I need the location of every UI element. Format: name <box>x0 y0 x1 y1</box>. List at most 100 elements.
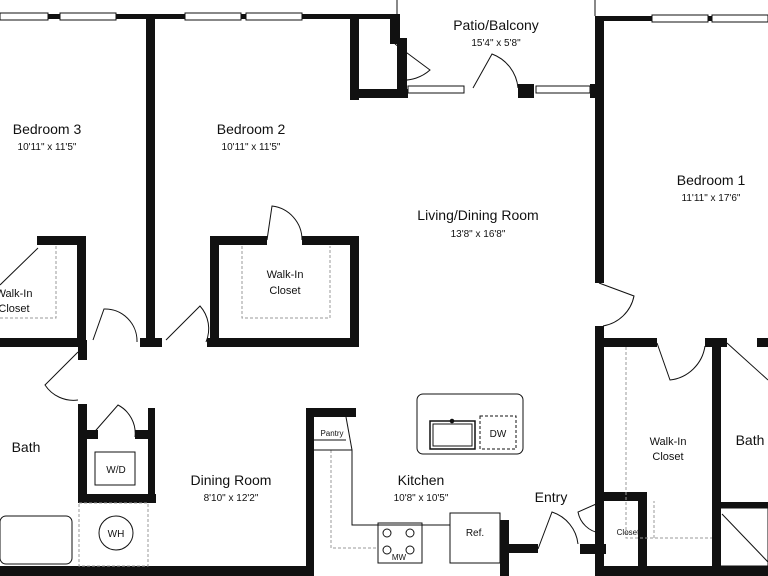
wall <box>78 404 87 500</box>
wall <box>135 430 155 439</box>
wall <box>595 18 604 283</box>
wd-label: W/D <box>106 465 125 476</box>
walkin-right-line2: Closet <box>652 451 683 463</box>
wall <box>390 16 400 44</box>
door-swing <box>577 500 604 534</box>
window <box>184 12 242 21</box>
window <box>245 12 303 21</box>
walkin-center-line2: Closet <box>269 285 300 297</box>
bath-right-label: Bath <box>736 432 765 448</box>
wall <box>595 338 657 347</box>
wall <box>302 236 354 245</box>
door-swing <box>0 247 39 286</box>
window <box>0 12 49 21</box>
refrigerator <box>449 512 501 564</box>
wh-label: WH <box>108 529 125 540</box>
bedroom2-dims: 10'11" x 11'5" <box>222 142 281 153</box>
wall <box>712 338 721 576</box>
door-swings <box>0 43 768 550</box>
wall <box>306 408 356 417</box>
wall <box>500 520 509 576</box>
wall <box>78 430 98 439</box>
wall <box>603 492 645 501</box>
wall <box>397 38 407 98</box>
pantry-label: Pantry <box>320 429 343 438</box>
wall <box>712 502 768 508</box>
bedroom2-label: Bedroom 2 <box>217 121 286 137</box>
door-swing <box>472 53 519 89</box>
water-heater <box>98 515 134 551</box>
dashed-outlines <box>0 246 712 567</box>
ref-label: Ref. <box>466 528 484 539</box>
wall <box>595 566 768 576</box>
door-swing <box>726 342 768 381</box>
walkin-left-line1: Walk-In <box>0 288 32 300</box>
dishwasher-box <box>479 415 517 450</box>
closet-label: Closet <box>617 528 640 537</box>
wall <box>146 16 155 346</box>
wall <box>148 408 155 503</box>
dining-dims: 8'10" x 12'2" <box>204 493 259 504</box>
wall <box>595 326 604 571</box>
door-swing <box>656 342 706 381</box>
wall <box>210 236 219 346</box>
wall <box>356 89 408 98</box>
bedroom1-dims: 11'11" x 17'6" <box>682 193 741 204</box>
door-swing <box>89 404 136 438</box>
bedroom3-label: Bedroom 3 <box>13 121 82 137</box>
living-label: Living/Dining Room <box>417 207 538 223</box>
island <box>416 393 524 455</box>
wall <box>518 84 534 98</box>
labels: Patio/Balcony 15'4" x 5'8" Bedroom 3 10'… <box>0 17 764 562</box>
walkin-right-line1: Walk-In <box>650 436 687 448</box>
patio-dims: 15'4" x 5'8" <box>471 38 521 49</box>
sink-basin <box>432 423 473 447</box>
wall <box>350 236 359 346</box>
wall <box>78 340 87 360</box>
wall <box>0 338 78 347</box>
door-swing <box>44 351 79 401</box>
window <box>59 12 117 21</box>
wall <box>37 236 85 245</box>
door-swing <box>266 205 303 241</box>
kitchen-counter <box>314 416 450 526</box>
dw-label: DW <box>490 429 507 440</box>
walls <box>0 14 768 576</box>
mw-label: MW <box>392 553 407 562</box>
wall <box>638 492 647 576</box>
washer-dryer <box>94 451 136 486</box>
dining-label: Dining Room <box>191 472 272 488</box>
bedroom1-label: Bedroom 1 <box>677 172 746 188</box>
kitchen-label: Kitchen <box>398 472 445 488</box>
wall <box>78 494 156 503</box>
bedroom3-dims: 10'11" x 11'5" <box>18 142 77 153</box>
kitchen-island <box>416 393 524 455</box>
bath-left-label: Bath <box>12 439 41 455</box>
walkin-left-line2: Closet <box>0 303 30 315</box>
bathtub-left <box>0 515 73 565</box>
wall <box>0 566 310 576</box>
sink <box>429 420 476 450</box>
wall <box>140 338 162 347</box>
wall <box>757 338 768 347</box>
door-swing <box>394 43 431 81</box>
living-dims: 13'8" x 16'8" <box>451 229 506 240</box>
walkin-center-line1: Walk-In <box>267 269 304 281</box>
windows <box>0 12 768 94</box>
window <box>711 14 768 23</box>
wall <box>580 544 606 554</box>
window <box>407 85 465 94</box>
wall <box>306 408 314 576</box>
kitchen-dims: 10'8" x 10'5" <box>394 493 449 504</box>
patio-outline <box>396 0 596 16</box>
patio-label: Patio/Balcony <box>453 17 539 33</box>
window <box>651 14 709 23</box>
wall <box>77 236 86 346</box>
range <box>377 522 423 564</box>
wall <box>207 338 359 347</box>
door-swing <box>165 305 210 343</box>
shower-right <box>717 507 768 567</box>
entry-label: Entry <box>535 489 568 505</box>
wall <box>210 236 267 245</box>
